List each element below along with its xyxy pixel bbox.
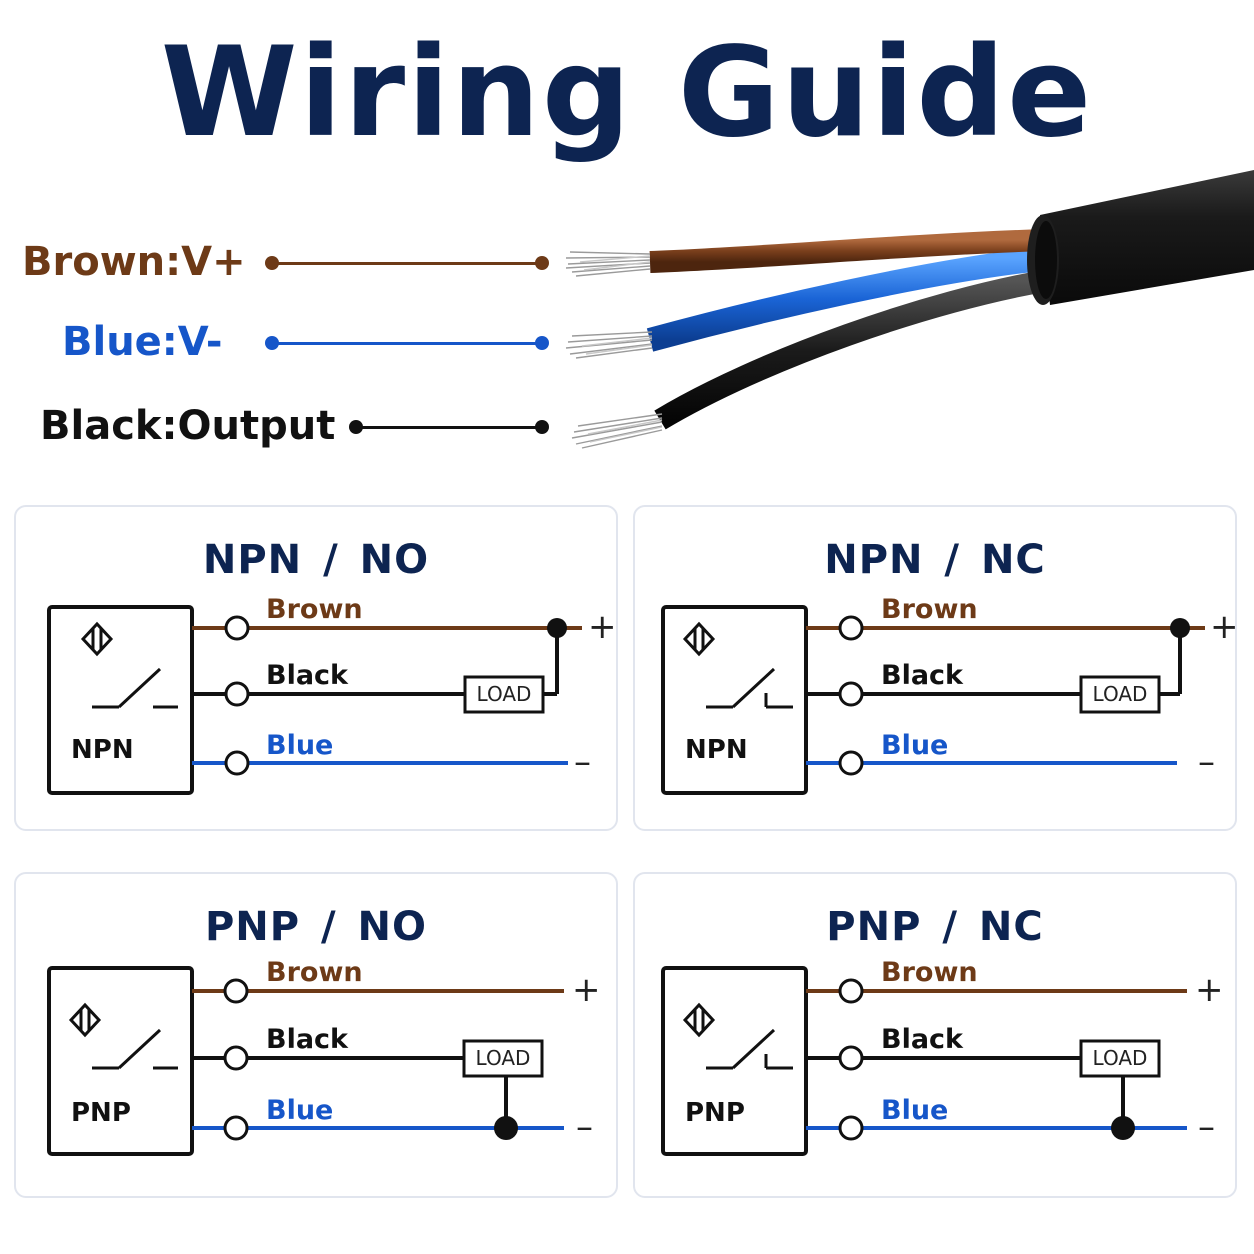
label-brown: Brown <box>266 957 363 988</box>
panel-npn-nc: NPN / NC Brown Black Blue NPN LOAD + – <box>633 505 1239 831</box>
panel-pnp-no: PNP / NO Brown Black Blue PNP LOAD + – <box>14 872 618 1198</box>
label-blue: Blue <box>881 730 949 761</box>
plus-sign: + <box>1195 970 1224 1010</box>
label-black: Black <box>881 660 964 691</box>
label-blue: Blue <box>266 730 334 761</box>
bare-strands-brown <box>565 251 651 277</box>
sensor-type-label: PNP <box>685 1098 745 1128</box>
terminal-black <box>224 681 250 707</box>
proximity-symbol-icon <box>682 1002 716 1038</box>
load-box <box>1079 1039 1161 1078</box>
black-wire <box>654 269 1052 430</box>
load-box <box>463 675 545 714</box>
sensor-type-label: PNP <box>71 1098 131 1128</box>
junction-dot <box>494 1116 518 1140</box>
load-label: LOAD <box>1092 1046 1148 1070</box>
schematic-npn-no <box>47 605 582 795</box>
label-blue: Blue <box>881 1095 949 1126</box>
bare-strands-black <box>571 413 663 449</box>
wire-label-brown: Brown:V+ <box>22 239 246 285</box>
lead-dot-brown-end <box>535 256 549 270</box>
lead-line-black <box>356 426 542 429</box>
load-label: LOAD <box>1092 682 1148 706</box>
lead-dot-black-end <box>535 420 549 434</box>
minus-sign: – <box>1198 1107 1215 1147</box>
minus-sign: – <box>1198 742 1215 782</box>
lead-dot-blue-end <box>535 336 549 350</box>
label-black: Black <box>266 660 349 691</box>
load-box <box>462 1039 544 1078</box>
switch-nc-icon <box>706 1028 793 1070</box>
lead-line-brown <box>272 262 542 265</box>
cable-jacket <box>1040 170 1254 305</box>
proximity-symbol-icon <box>80 621 114 657</box>
schematic-npn-nc <box>661 605 1205 795</box>
blue-wire <box>646 246 1052 352</box>
sensor-type-label: NPN <box>685 735 748 765</box>
terminal-black <box>838 1045 864 1071</box>
sensor-type-label: NPN <box>71 735 134 765</box>
minus-sign: – <box>576 1107 593 1147</box>
terminal-brown <box>838 615 864 641</box>
switch-nc-icon <box>706 667 793 709</box>
plus-sign: + <box>572 970 601 1010</box>
lead-line-blue <box>272 342 542 345</box>
label-black: Black <box>266 1024 349 1055</box>
terminal-blue <box>838 1115 864 1141</box>
terminal-blue <box>223 1115 249 1141</box>
terminal-brown <box>223 978 249 1004</box>
panel-title: NPN / NC <box>824 537 1046 583</box>
load-label: LOAD <box>475 1046 531 1070</box>
panel-title: PNP / NC <box>826 904 1044 950</box>
proximity-symbol-icon <box>682 621 716 657</box>
label-brown: Brown <box>881 957 978 988</box>
terminal-black <box>223 1045 249 1071</box>
plus-sign: + <box>1210 607 1239 647</box>
terminal-blue <box>224 750 250 776</box>
panel-title: NPN / NO <box>202 537 430 583</box>
junction-dot <box>1111 1116 1135 1140</box>
wire-label-black: Black:Output <box>40 403 336 449</box>
terminal-brown <box>224 615 250 641</box>
brown-wire <box>649 229 1046 273</box>
load-box <box>1079 675 1161 714</box>
switch-no-icon <box>92 667 178 709</box>
minus-sign: – <box>574 742 591 782</box>
switch-no-icon <box>92 1028 178 1070</box>
wire-label-blue: Blue:V- <box>62 319 223 365</box>
schematic-pnp-no <box>47 966 564 1156</box>
page-title: Wiring Guide <box>160 21 1094 165</box>
proximity-symbol-icon <box>68 1002 102 1038</box>
panel-pnp-nc: PNP / NC Brown Black Blue PNP LOAD + – <box>633 872 1237 1198</box>
label-blue: Blue <box>266 1095 334 1126</box>
terminal-blue <box>838 750 864 776</box>
label-brown: Brown <box>881 594 978 625</box>
junction-dot <box>1170 618 1190 638</box>
label-black: Black <box>881 1024 964 1055</box>
junction-dot <box>547 618 567 638</box>
schematic-pnp-nc <box>661 966 1187 1156</box>
terminal-black <box>838 681 864 707</box>
load-label: LOAD <box>476 682 532 706</box>
plus-sign: + <box>588 607 617 647</box>
panel-npn-no: NPN / NO Brown Black Blue NPN LOAD + – <box>14 505 618 831</box>
cable-illustration <box>565 170 1254 449</box>
panel-title: PNP / NO <box>204 904 428 950</box>
bare-strands-blue <box>565 331 653 359</box>
label-brown: Brown <box>266 594 363 625</box>
terminal-brown <box>838 978 864 1004</box>
